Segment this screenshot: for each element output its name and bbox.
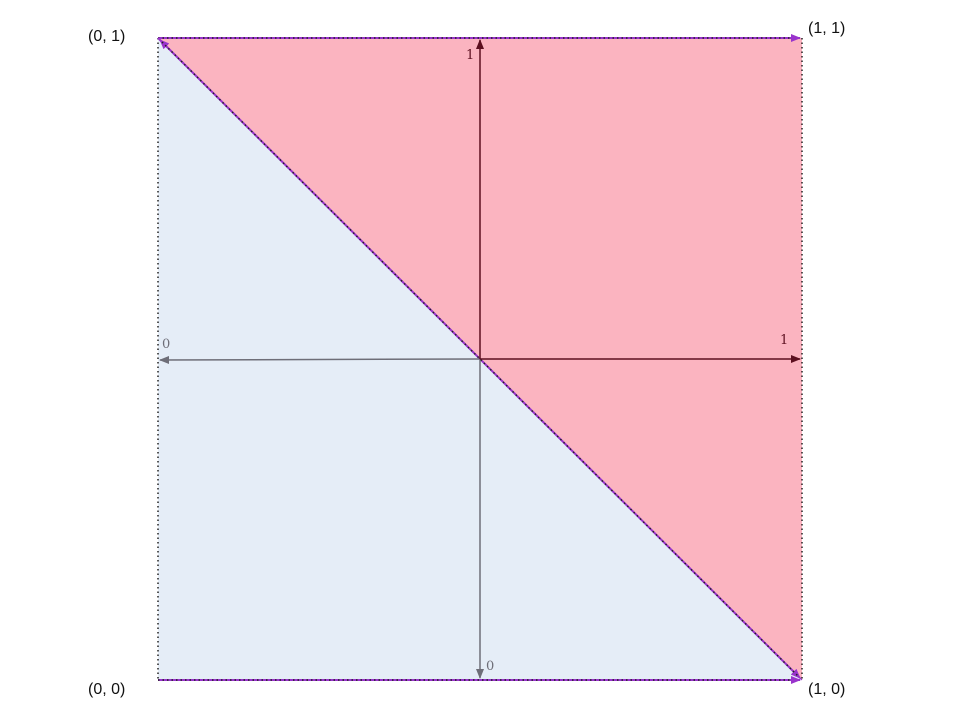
corner-label-bottom-left: (0, 0)	[88, 681, 125, 698]
dark-horizontal-tick-label: 1	[780, 333, 788, 348]
gray-horizontal-axis	[159, 355, 481, 364]
corner-label-top-left: (0, 1)	[88, 28, 125, 45]
dark-vertical-tick-label: 1	[466, 48, 474, 63]
corner-label-bottom-right: (1, 0)	[808, 681, 845, 698]
gray-vertical-tick-label: 0	[486, 659, 494, 674]
diagonal-edge-dots	[161, 41, 799, 677]
gray-horizontal-tick-label: 0	[162, 337, 170, 352]
corner-label-top-right: (1, 1)	[808, 20, 845, 37]
